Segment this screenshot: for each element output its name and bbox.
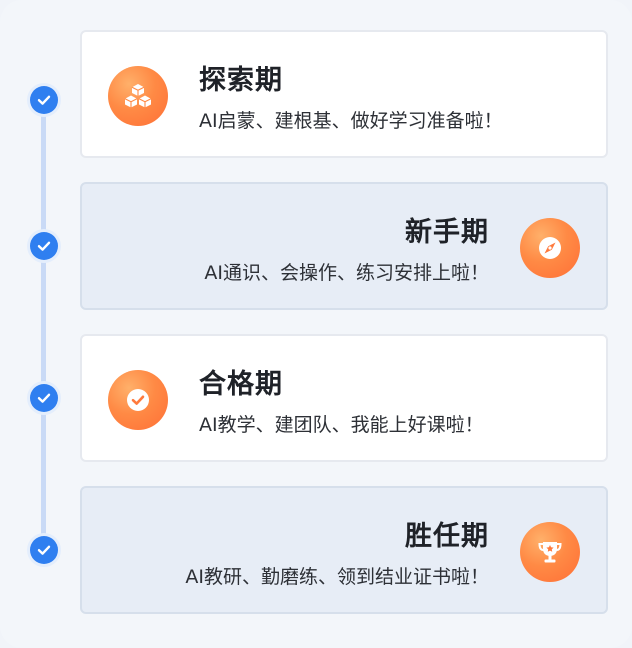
- stage-card-competent[interactable]: 胜任期 AI教研、勤磨练、领到结业证书啦！: [80, 486, 608, 614]
- stage-card-novice[interactable]: 新手期 AI通识、会操作、练习安排上啦！: [80, 182, 608, 310]
- timeline-line: [41, 100, 46, 550]
- check-circle-icon: [108, 370, 168, 430]
- stage-description: AI通识、会操作、练习安排上啦！: [204, 262, 489, 284]
- stage-title: 合格期: [199, 369, 283, 400]
- stage-description: AI教研、勤磨练、领到结业证书啦！: [185, 566, 489, 588]
- check-icon: [30, 86, 58, 114]
- check-icon: [30, 384, 58, 412]
- stage-title: 胜任期: [405, 521, 489, 552]
- trophy-icon: [520, 522, 580, 582]
- stage-card-qualified[interactable]: 合格期 AI教学、建团队、我能上好课啦！: [80, 334, 608, 462]
- stage-title: 新手期: [405, 217, 489, 248]
- cubes-icon: [108, 66, 168, 126]
- compass-icon: [520, 218, 580, 278]
- stage-title: 探索期: [199, 65, 283, 96]
- stage-description: AI教学、建团队、我能上好课啦！: [199, 414, 484, 436]
- stage-card-explore[interactable]: 探索期 AI启蒙、建根基、做好学习准备啦！: [80, 30, 608, 158]
- check-icon: [30, 536, 58, 564]
- check-icon: [30, 232, 58, 260]
- stage-description: AI启蒙、建根基、做好学习准备啦！: [199, 110, 503, 132]
